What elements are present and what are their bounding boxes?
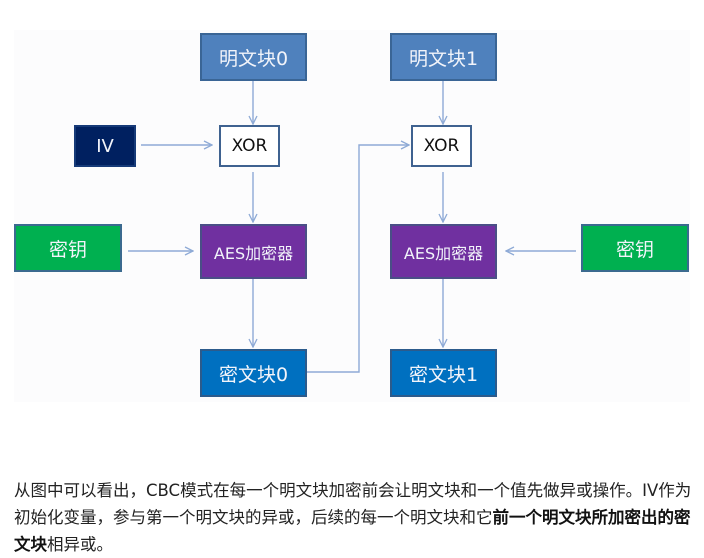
aes-encryptor-1: AES加密器: [390, 224, 497, 279]
caption-paragraph: 从图中可以看出，CBC模式在每一个明文块加密前会让明文块和一个值先做异或操作。I…: [14, 477, 694, 558]
connector-lines: [128, 80, 576, 373]
plaintext-block-0: 明文块0: [200, 33, 307, 81]
ciphertext-block-0: 密文块0: [200, 349, 307, 397]
key-block-right: 密钥: [581, 224, 689, 272]
ciphertext-block-1: 密文块1: [390, 349, 497, 397]
arrow-ciphertext0-feedback-to-xor1: [306, 145, 409, 373]
xor-block-0: XOR: [219, 125, 280, 167]
plaintext-block-1: 明文块1: [390, 33, 497, 81]
caption-text-1: 从图中可以看出，CBC模式在每一个明文块加密前会让明文块和一个值先做异或操作。I…: [14, 480, 692, 527]
xor-block-1: XOR: [411, 125, 472, 167]
caption-text-2: 相异或。: [47, 534, 113, 554]
key-block-left: 密钥: [14, 224, 122, 272]
iv-block: IV: [74, 125, 136, 167]
aes-encryptor-0: AES加密器: [200, 224, 307, 279]
cbc-mode-diagram: 明文块0 明文块1 IV XOR XOR 密钥 AES加密器 AES加密器 密钥…: [14, 30, 690, 402]
diagram-background: [14, 30, 690, 402]
